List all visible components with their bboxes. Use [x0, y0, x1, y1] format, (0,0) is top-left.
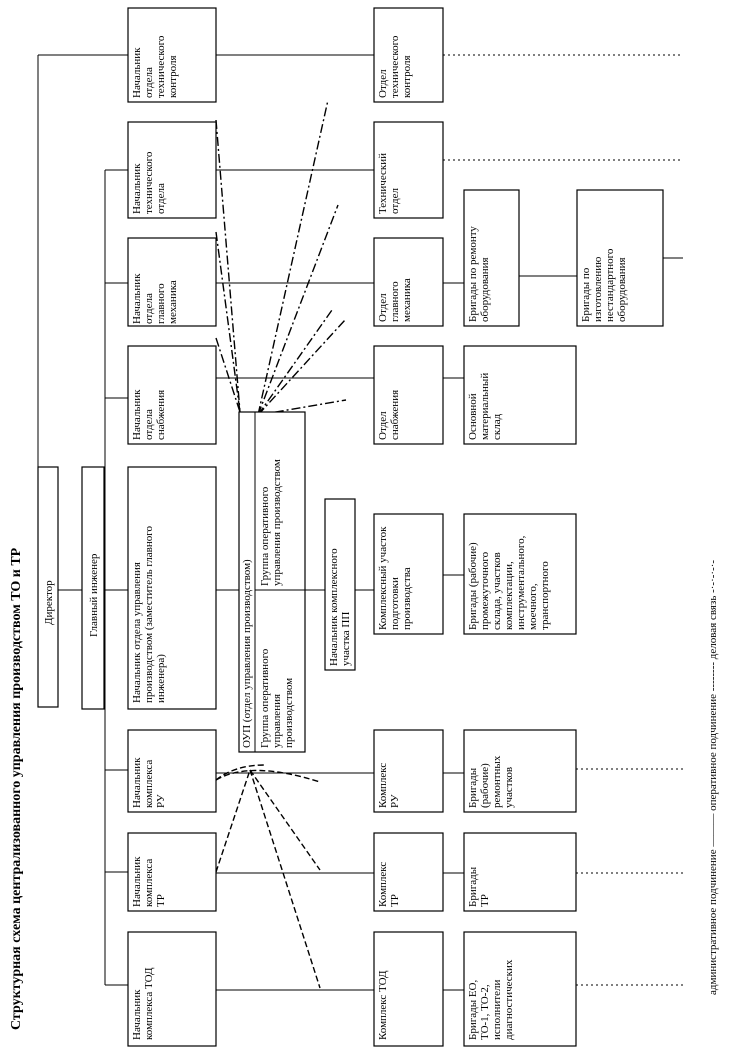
repair-brigades-box: Бригады по ремонту оборудования	[463, 189, 520, 327]
main-warehouse-box: Основной материальный склад	[463, 345, 577, 445]
svg-text:Начальник комплекса ТО: Начальник комплекса ТОД	[131, 967, 155, 1040]
svg-text:Основной материальный: Основной материальный склад	[467, 370, 503, 440]
svg-text:Бригады по изготовлени: Бригады по изготовлению нестандартного о…	[580, 246, 628, 322]
dept-supply-box: Отдел снабжения	[373, 345, 444, 445]
svg-text:Начальник отдела управления: Начальник отдела управления производство…	[131, 523, 167, 703]
head-supply-box: Начальник отдела снабжения	[127, 345, 217, 445]
head-prod-mgmt-box: Начальник отдела управления производство…	[127, 466, 217, 710]
head-chief-mech-box: Начальник отдела главного механика	[127, 237, 217, 327]
director-label: Директор	[43, 580, 55, 625]
svg-text:Начальник отдела: Начальник отдела главного механика	[131, 271, 179, 324]
chief-engineer-box: Главный инженер	[81, 466, 105, 710]
diagram-title: Структурная схема централизованного упра…	[9, 547, 24, 1030]
svg-text:Комплекс ТР: Комплекс ТР	[377, 859, 401, 907]
head-complex-tod-box: Начальник комплекса ТОД	[127, 931, 217, 1047]
svg-text:Бригады ТР: Бригады ТР	[467, 864, 491, 907]
boxes: Директор Главный инженер Начальник отдел…	[37, 7, 664, 1047]
head-complex-tr-box: Начальник комплекса ТР	[127, 832, 217, 912]
svg-text:Комплекс РУ: Комплекс РУ	[377, 760, 401, 808]
complex-pp-box: Комплексный участок подготовки производс…	[373, 513, 444, 635]
group-left-label: Группа оперативного управления производс…	[259, 646, 295, 748]
dept-chief-mech-box: Отдел главного механика	[373, 237, 444, 327]
svg-text:Бригады ЕО, ТО-1, ТО-2: Бригады ЕО, ТО-1, ТО-2, исполнители диаг…	[467, 959, 515, 1040]
director-box: Директор	[37, 466, 59, 708]
admin-connectors	[37, 54, 683, 991]
ru-brigades-box: Бригады (рабочие) ремонтных участков	[463, 729, 577, 813]
complex-tr-box: Комплекс ТР	[373, 832, 444, 912]
nonstandard-brigades-box: Бригады по изготовлению нестандартного о…	[576, 189, 664, 327]
tech-dept-box: Технический отдел	[373, 121, 444, 219]
chief-engineer-label: Главный инженер	[88, 553, 100, 637]
group-right-label: Группа оперативного управления производс…	[259, 459, 283, 586]
oup-label: ОУП (отдел управления производством)	[241, 559, 253, 748]
tod-brigades-box: Бригады ЕО, ТО-1, ТО-2, исполнители диаг…	[463, 931, 577, 1047]
operative-connectors	[443, 54, 683, 986]
svg-text:Начальник комплекса: Начальник комплекса ТР	[131, 854, 167, 907]
svg-text:Комплексный участок по: Комплексный участок подготовки производс…	[377, 524, 413, 630]
head-pp-box: Начальник комплексного участка ПП	[324, 498, 356, 671]
svg-text:Бригады по ремонту обо: Бригады по ремонту оборудования	[467, 223, 491, 322]
complex-ru-box: Комплекс РУ	[373, 729, 444, 813]
svg-text:Начальник отдела: Начальник отдела снабжения	[131, 387, 167, 440]
svg-text:Отдел технического: Отдел технического контроля	[377, 33, 413, 98]
svg-text:Отдел главного: Отдел главного механика	[377, 278, 413, 322]
head-complex-ru-box: Начальник комплекса РУ	[127, 729, 217, 813]
svg-text:Технический отдел: Технический отдел	[377, 150, 401, 214]
pp-brigades-box: Бригады (рабочие) промежуточного склада,…	[463, 513, 577, 635]
tr-brigades-box: Бригады ТР	[463, 832, 577, 912]
svg-text:Начальник технического: Начальник технического отдела	[131, 149, 167, 214]
svg-text:Отдел снабжения: Отдел снабжения	[377, 390, 401, 440]
head-tech-dept-box: Начальник технического отдела	[127, 121, 217, 219]
svg-text:Бригады (рабочие): Бригады (рабочие) ремонтных участков	[467, 753, 515, 808]
complex-tod-box: Комплекс ТОД	[373, 931, 444, 1047]
business-connectors	[215, 99, 347, 989]
oup-box: ОУП (отдел управления производством) Гру…	[238, 411, 306, 753]
head-tech-control-box: Начальник отдела технического контроля	[127, 7, 217, 103]
legend: административное подчинение ——— оператив…	[707, 560, 719, 995]
svg-text:Начальник комплекса: Начальник комплекса РУ	[131, 755, 167, 808]
dept-tech-control-box: Отдел технического контроля	[373, 7, 444, 103]
svg-text:Начальник комплексного: Начальник комплексного участка ПП	[328, 546, 352, 666]
svg-text:Начальник отдела: Начальник отдела технического контроля	[131, 33, 179, 98]
svg-text:Комплекс ТОД: Комплекс ТОД	[377, 970, 389, 1040]
svg-text:Бригады (рабочие) пром: Бригады (рабочие) промежуточного склада,…	[467, 533, 551, 630]
